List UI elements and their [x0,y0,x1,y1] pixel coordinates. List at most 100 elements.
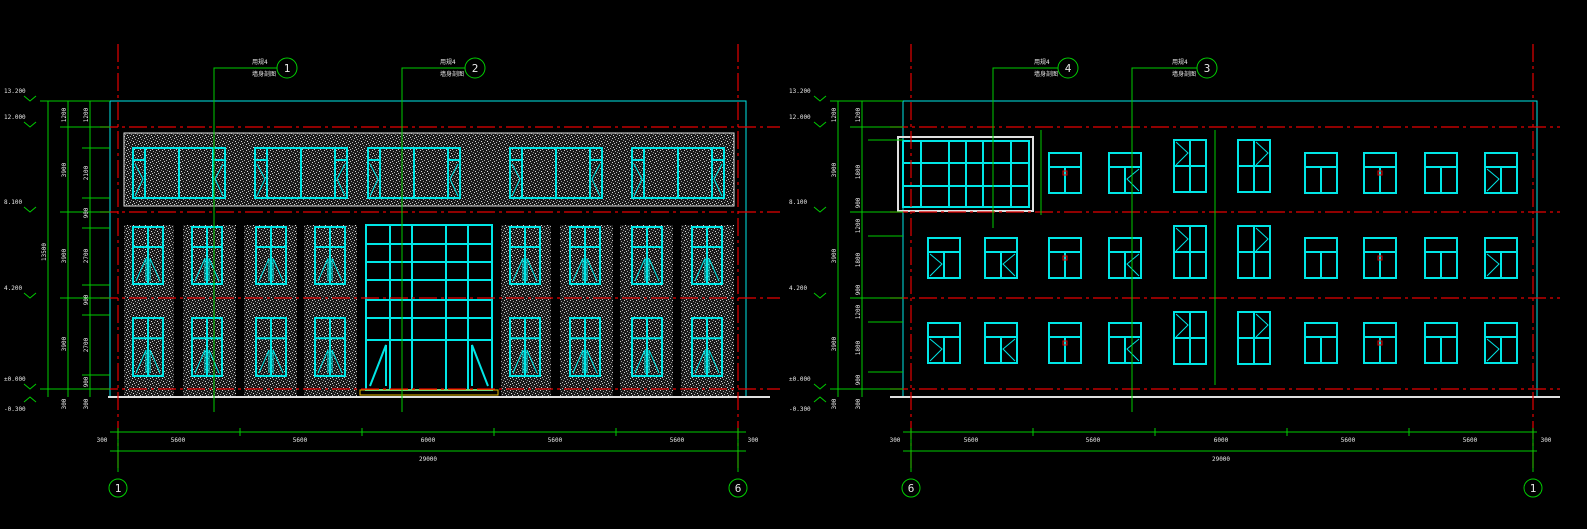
window [1363,152,1397,194]
window [1048,152,1082,194]
stair-window [1237,139,1271,193]
window [191,226,223,285]
rear-hdim-5: 5600 [1341,437,1356,444]
window [1304,322,1338,364]
rear-vdim-inner-6: 900 [855,284,862,295]
window [132,317,164,377]
front-callout-1-line2: 墙身剖图 [252,70,276,78]
front-entrance-step [359,389,499,396]
front-axis-end: 6 [735,482,742,495]
rear-callout-4-circle [1057,57,1079,79]
window [1363,237,1397,279]
stair-window [1237,225,1271,279]
front-elevation [108,100,770,398]
window [1484,237,1518,279]
rear-axis-end-circle [1523,478,1543,498]
window [1108,237,1142,279]
rear-vdim-5: 300 [831,398,838,409]
rear-callout-4-line1: 用规4 [1034,58,1050,66]
rear-vdim-inner-5: 1800 [855,252,862,267]
front-vdim-inner-8: 300 [83,398,90,409]
band-window [631,147,725,199]
window [691,226,723,285]
rear-hdim-4: 6000 [1214,437,1229,444]
level-markers [23,95,827,403]
front-vdim-inner-7: 900 [83,376,90,387]
window [1048,237,1082,279]
rear-level-3: 8.100 [789,199,807,206]
rear-stair-window-frame [897,136,1034,212]
band-window [132,147,226,199]
centerlines [100,44,1560,470]
rear-vdim-inner-2: 1800 [855,164,862,179]
rear-vdim-inner-4: 1200 [855,218,862,233]
window [1363,322,1397,364]
front-axis-end-circle [728,478,748,498]
rear-callout-3-circle [1196,57,1218,79]
front-callout-1-circle [276,57,298,79]
rear-total-width: 29000 [1212,456,1230,463]
rear-axis-start: 6 [908,482,915,495]
front-hdim-4: 6000 [421,437,436,444]
front-vdim-4: 3900 [61,336,68,351]
rear-stair-window [902,140,1030,208]
window [132,226,164,285]
rear-callout-3-line2: 墙身剖图 [1172,70,1196,78]
front-hdim-7: 300 [748,437,759,444]
window [509,317,541,377]
window [569,317,601,377]
rear-windows [927,139,1518,365]
rear-vdim-2: 3900 [831,162,838,177]
window [1424,152,1458,194]
rear-level-2: 12.000 [789,114,811,121]
rear-axis-end: 1 [1530,482,1537,495]
rear-vdim-4: 3900 [831,336,838,351]
front-top-windows [132,147,725,199]
front-level-6: -0.300 [4,406,26,413]
window [1108,152,1142,194]
window [927,237,961,279]
front-callout-2-number: 2 [472,62,479,75]
front-hdim-1: 300 [97,437,108,444]
window [1484,152,1518,194]
rear-hdim-6: 5600 [1463,437,1478,444]
front-pier-windows [132,226,723,377]
window [1048,322,1082,364]
window [509,226,541,285]
window [1424,322,1458,364]
front-callout-2-line2: 墙身剖图 [440,70,464,78]
rear-hdim-2: 5600 [964,437,979,444]
stair-window [1237,311,1271,365]
window [691,317,723,377]
stair-window [1173,139,1207,193]
window [1484,322,1518,364]
front-vdim-inner-3: 900 [83,207,90,218]
rear-vdim-inner-9: 900 [855,374,862,385]
band-window [254,147,348,199]
front-total-width: 29000 [419,456,437,463]
rear-elevation [890,100,1560,398]
front-hdim-2: 5600 [171,437,186,444]
front-level-5: ±0.000 [4,376,26,383]
rear-vdim-1: 1200 [831,107,838,122]
front-upper-band [123,132,735,207]
rear-vdim-inner-1: 1200 [855,107,862,122]
front-callout-2-circle [464,57,486,79]
stair-window [1173,311,1207,365]
rear-vdim-inner-3: 900 [855,197,862,208]
rear-vdim-inner-8: 1800 [855,340,862,355]
rear-hdim-3: 5600 [1086,437,1101,444]
front-vdim-1: 1200 [61,107,68,122]
rear-callout-4-line2: 墙身剖图 [1034,70,1058,78]
band-window [367,147,461,199]
window [984,237,1018,279]
rear-hdim-7: 300 [1541,437,1552,444]
front-entrance-curtain-wall [365,224,493,391]
rear-hdim-1: 300 [890,437,901,444]
window [191,317,223,377]
rear-level-1: 13.200 [789,88,811,95]
front-vdim-inner-1: 1200 [83,107,90,122]
front-callout-1-number: 1 [284,62,291,75]
window [314,226,346,285]
